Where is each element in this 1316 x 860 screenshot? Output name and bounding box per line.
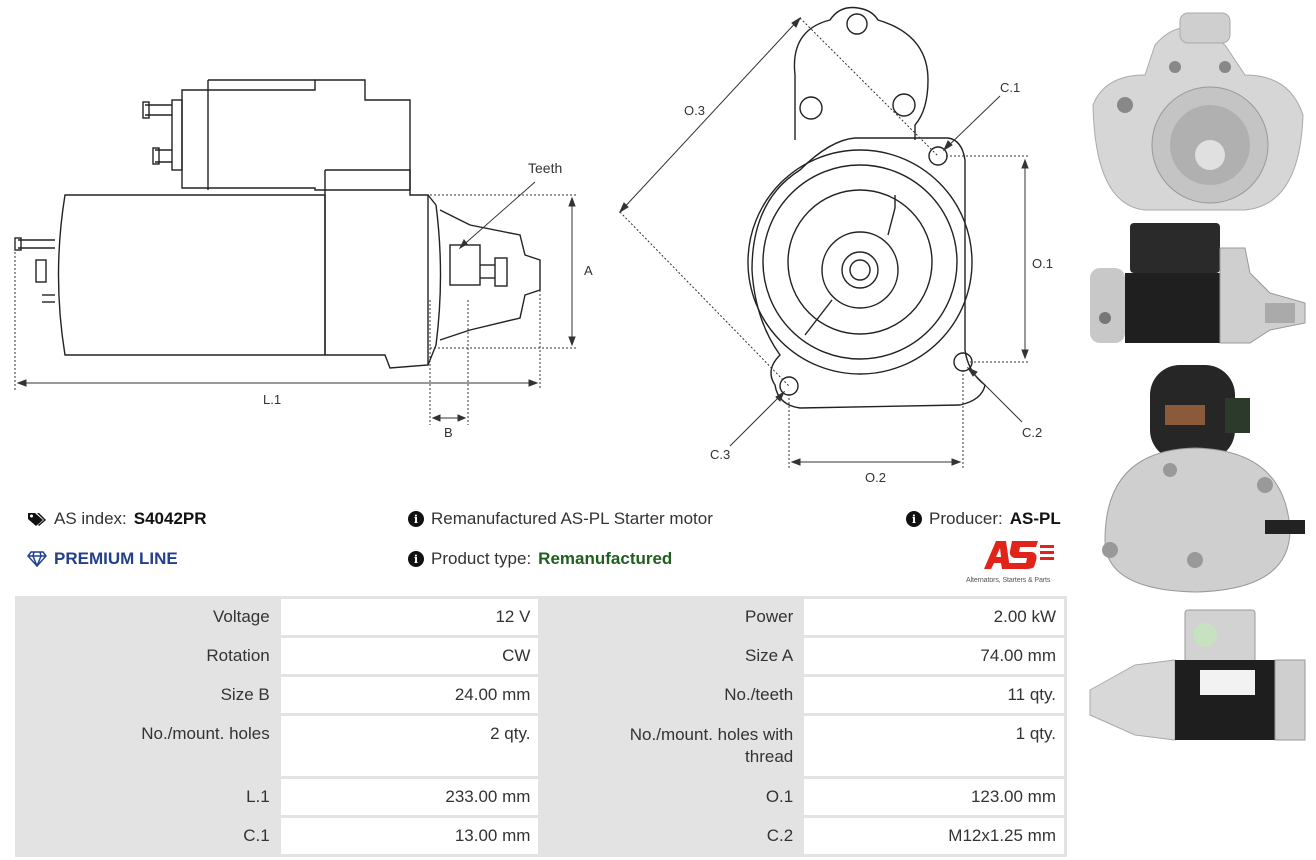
spec-label: C.2 [541,818,802,854]
dim-a-label: A [584,263,593,278]
info-icon: i [906,511,922,527]
spec-label: No./teeth [541,677,802,713]
dim-o3-label: O.3 [684,103,705,118]
dim-l1-label: L.1 [263,392,281,407]
product-type-value: Remanufactured [538,549,673,568]
dim-b-label: B [444,425,453,440]
product-photo-front[interactable] [1085,5,1310,220]
product-description: i Remanufactured AS-PL Starter motor [408,509,713,529]
spec-value: 2.00 kW [804,599,1064,635]
as-index: AS index: S4042PR [27,509,207,529]
logo-tagline: Alternators, Starters & Parts [966,577,1051,584]
dim-c2-label: C.2 [1022,425,1042,440]
description-text: Remanufactured AS-PL Starter motor [431,509,713,528]
info-icon: i [408,511,424,527]
as-logo-icon [984,541,1054,569]
as-index-value: S4042PR [133,509,207,528]
info-icon: i [408,551,424,567]
dim-c3-label: C.3 [710,447,730,462]
premium-line-badge: PREMIUM LINE [27,549,178,569]
teeth-label: Teeth [528,160,562,176]
spec-value: M12x1.25 mm [804,818,1064,854]
producer-value: AS-PL [1009,509,1061,528]
spec-value: 24.00 mm [280,677,539,713]
spec-label: L.1 [18,779,278,815]
product-photo-side[interactable] [1085,218,1310,353]
spec-value: 74.00 mm [804,638,1064,674]
spec-label: Size B [18,677,278,713]
spec-label: No./mount. holes with thread [541,716,802,776]
product-photo-rear[interactable] [1085,360,1310,595]
spec-value: 233.00 mm [280,779,539,815]
spec-value: CW [280,638,539,674]
front-view-drawing: O.3 C.1 O.1 C.2 C.3 O.2 [618,6,1053,485]
spec-value: 1 qty. [804,716,1064,776]
dim-o1-label: O.1 [1032,256,1053,271]
spec-label: Power [541,599,802,635]
tags-icon [28,513,46,526]
spec-value: 13.00 mm [280,818,539,854]
premium-line-label: PREMIUM LINE [54,549,178,568]
product-type-label: Product type: [431,549,532,568]
as-pl-logo: Alternators, Starters & Parts [966,539,1066,584]
spec-value: 12 V [280,599,539,635]
spec-label: Voltage [18,599,278,635]
spec-value: 11 qty. [804,677,1064,713]
spec-value: 123.00 mm [804,779,1064,815]
spec-label: C.1 [18,818,278,854]
diamond-icon [27,551,47,567]
spec-label: O.1 [541,779,802,815]
producer-label: Producer: [929,509,1003,528]
spec-label: Size A [541,638,802,674]
dim-c1-label: C.1 [1000,80,1020,95]
product-type: i Product type: Remanufactured [408,549,672,569]
as-index-label: AS index: [54,509,127,528]
spec-label: Rotation [18,638,278,674]
side-view-drawing: Teeth A B L.1 [14,79,593,440]
product-photo-side-label[interactable] [1085,605,1310,745]
producer: i Producer: AS-PL [906,509,1061,529]
spec-label: No./mount. holes [18,716,278,776]
spec-value: 2 qty. [280,716,539,776]
dim-o2-label: O.2 [865,470,886,485]
